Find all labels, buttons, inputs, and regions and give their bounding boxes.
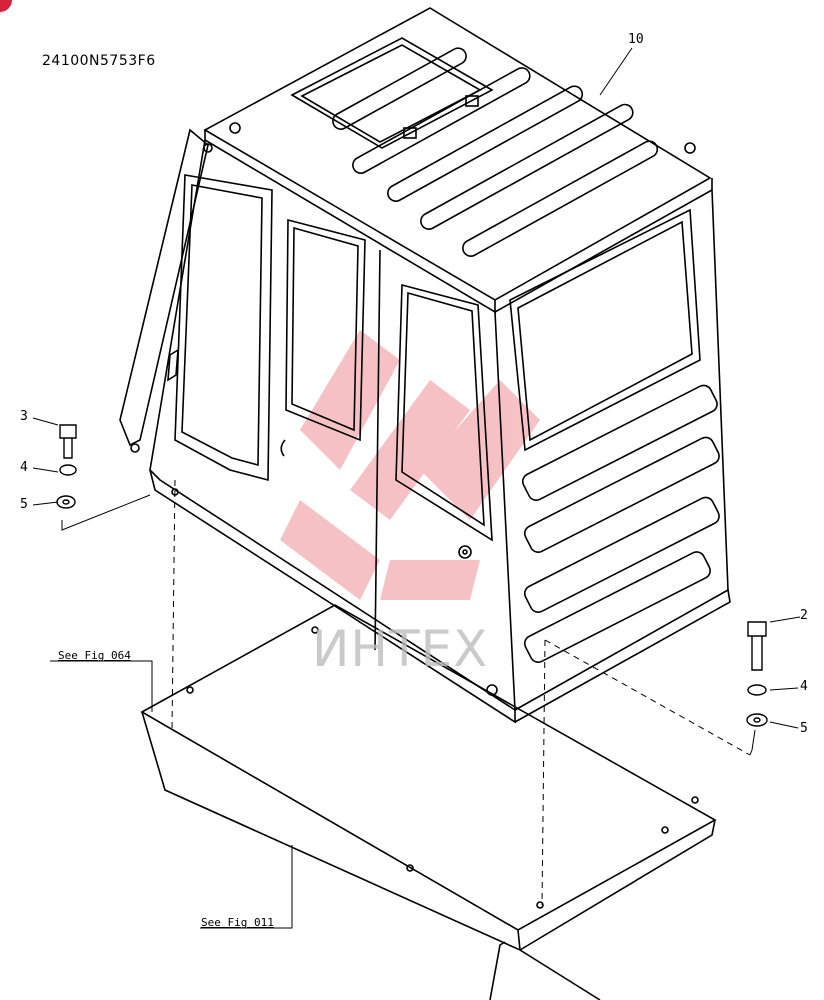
assembly-lines — [171, 479, 751, 906]
callout-3: 3 — [20, 409, 28, 424]
callout-5-right: 5 — [800, 721, 808, 736]
leader-lines — [32, 47, 801, 929]
callout-2: 2 — [800, 608, 808, 623]
callout-4-right: 4 — [800, 679, 808, 694]
diagram-code: 24100N5753F6 — [42, 53, 156, 69]
cab-body — [119, 128, 731, 724]
cab-roof — [203, 7, 713, 314]
watermark-emblem — [280, 330, 540, 600]
callout-5-left: 5 — [20, 497, 28, 512]
reference-lower: See Fig 011 — [201, 916, 274, 929]
right-hardware — [746, 621, 768, 727]
base-platform — [140, 604, 717, 1000]
callout-10: 10 — [628, 32, 644, 47]
reference-upper: See Fig 064 — [58, 649, 131, 662]
watermark-text: ИНТЕХ — [312, 620, 489, 678]
left-hardware — [56, 424, 77, 509]
callout-4-left: 4 — [20, 460, 28, 475]
